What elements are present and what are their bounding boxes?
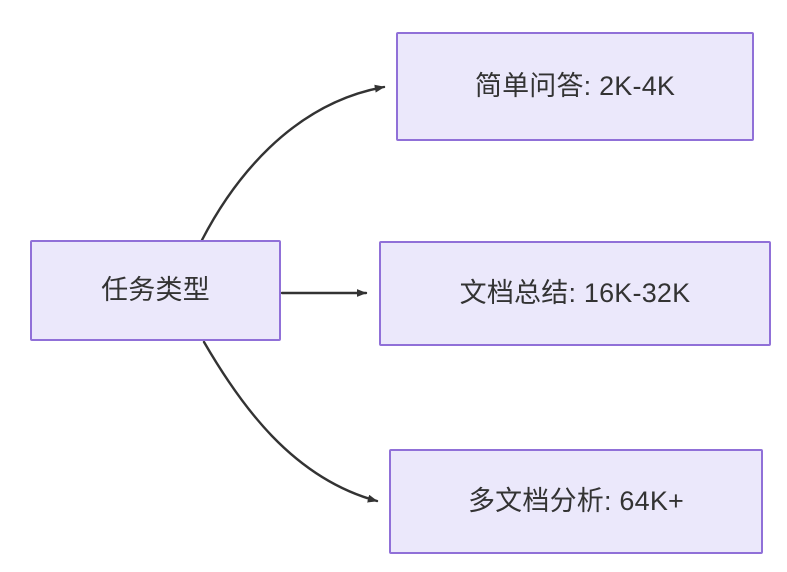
edge-root-to-simple [200,84,386,242]
node-task-type-label: 任务类型 [101,275,210,306]
node-document-summary-label: 文档总结: 16K-32K [459,278,691,309]
node-document-summary[interactable]: 文档总结: 16K-32K [379,241,771,346]
node-simple-qa[interactable]: 简单问答: 2K-4K [396,32,754,141]
node-simple-qa-label: 简单问答: 2K-4K [474,71,676,102]
edge-root-to-multi [202,340,379,503]
node-task-type[interactable]: 任务类型 [30,240,281,341]
node-multi-document-analysis[interactable]: 多文档分析: 64K+ [389,449,763,554]
node-multi-document-analysis-label: 多文档分析: 64K+ [467,486,684,517]
